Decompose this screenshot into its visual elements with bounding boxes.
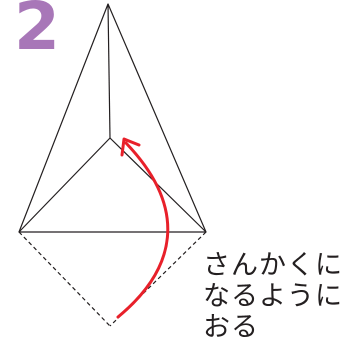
fold-arrow-curve (116, 141, 170, 319)
step-number: 2 (14, 0, 60, 65)
instruction-line-1: さんかくに (203, 250, 343, 281)
left-fold-line (18, 137, 111, 233)
instruction-line-2: なるように (203, 281, 343, 312)
center-crease-line (107, 3, 111, 139)
dashed-flap (18, 231, 207, 327)
kite-shape (18, 3, 207, 233)
fold-arrow-head (120, 137, 141, 157)
paper-outline (18, 3, 207, 233)
instruction-text: さんかくに なるように おる (203, 250, 343, 343)
fold-arrow (116, 137, 170, 319)
instruction-line-3: おる (203, 312, 259, 343)
